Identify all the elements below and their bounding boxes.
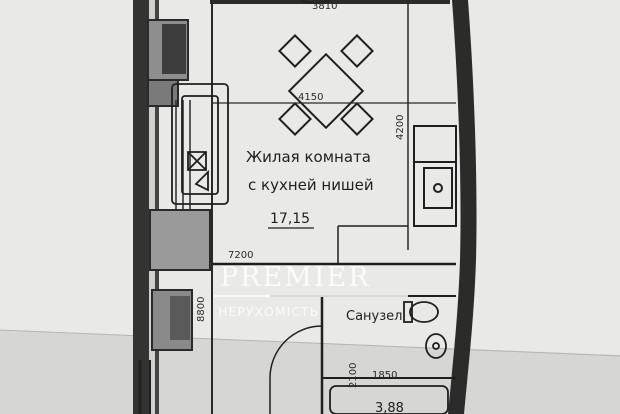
bathroom-area: 3,88 bbox=[375, 401, 404, 414]
dim-bath-depth: 2100 bbox=[348, 363, 359, 388]
watermark: PREMIER НЕРУХОМІСТЬ bbox=[214, 262, 408, 319]
room-name-line1: Жилая комната bbox=[246, 148, 371, 166]
window-block-middle bbox=[149, 209, 211, 271]
top-wall bbox=[210, 0, 450, 4]
watermark-tagline: НЕРУХОМІСТЬ bbox=[218, 304, 319, 319]
sofa-icon bbox=[171, 83, 229, 205]
dim-room-width: 7200 bbox=[228, 250, 253, 261]
door-swing-icon bbox=[269, 325, 323, 379]
dim-bath-width: 1850 bbox=[372, 370, 397, 381]
dining-table-icon bbox=[278, 34, 374, 136]
dim-table-width: 4150 bbox=[298, 92, 323, 103]
toilet-icon bbox=[403, 301, 439, 323]
right-exterior-wall bbox=[448, 0, 477, 414]
room-name-line2: с кухней нишей bbox=[248, 176, 374, 194]
dim-room-depth: 4200 bbox=[395, 115, 406, 140]
sink-drain-icon bbox=[433, 183, 443, 193]
watermark-brand: PREMIER bbox=[220, 262, 371, 293]
room-area: 17,15 bbox=[270, 211, 310, 227]
stove-icon bbox=[423, 167, 453, 209]
kitchen-counter bbox=[413, 125, 457, 227]
left-exterior-wall bbox=[133, 0, 211, 414]
bathtub-icon bbox=[329, 385, 449, 414]
bathroom-name: Санузел bbox=[346, 309, 402, 324]
dim-left-depth: 8800 bbox=[196, 297, 207, 322]
dim-top-width: 3810 bbox=[312, 1, 337, 12]
washbasin-icon bbox=[425, 333, 447, 359]
